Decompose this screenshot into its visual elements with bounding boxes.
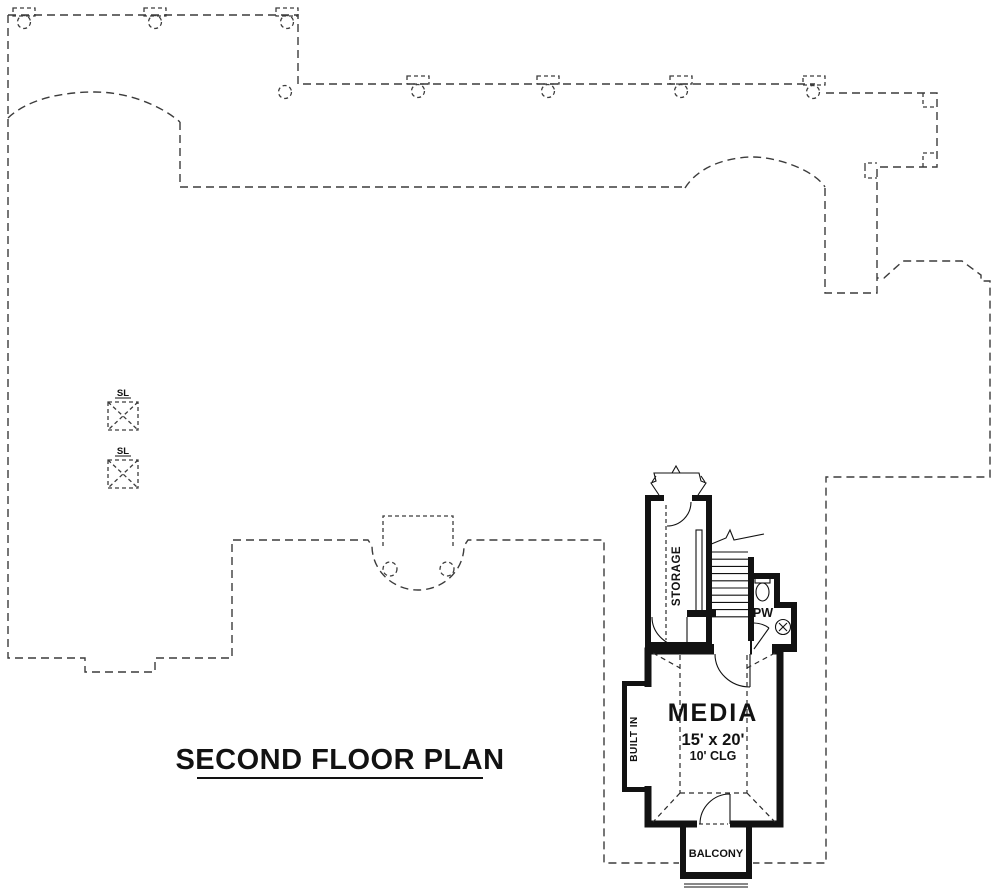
plan-title-block: SECOND FLOOR PLAN xyxy=(175,744,504,779)
stair-treads xyxy=(712,551,748,618)
column-post xyxy=(143,7,167,17)
built-in-left-wall xyxy=(622,681,627,792)
column-post xyxy=(406,75,430,85)
storage-door-arc xyxy=(666,501,692,527)
balcony: BALCONY xyxy=(680,827,752,888)
column-circle xyxy=(279,14,295,30)
media-ceiling-label: 10' CLG xyxy=(690,749,737,763)
storage-stair-wall xyxy=(706,495,712,620)
tray-ceiling-lines xyxy=(652,652,776,823)
balcony-door-arc xyxy=(699,793,731,825)
skylight-x-mark xyxy=(107,401,139,431)
sink-icon xyxy=(774,618,792,636)
built-in-opening xyxy=(643,687,653,786)
lav-top-wall xyxy=(774,602,797,608)
outline-top-right xyxy=(824,92,938,294)
lav-right-wall xyxy=(791,602,797,650)
column-post xyxy=(12,7,36,17)
pw-right-wall xyxy=(774,573,780,605)
attic-bay-break-marks xyxy=(651,464,706,483)
media-hall-door-opening xyxy=(714,641,750,655)
column-circle xyxy=(277,84,293,100)
skylight-label: SL xyxy=(117,388,129,399)
powder-room: PW xyxy=(748,573,797,650)
stair-break-line xyxy=(708,528,765,546)
skylight-symbol xyxy=(107,401,139,431)
column-post xyxy=(536,75,560,85)
outline-arch xyxy=(684,156,826,189)
sink-cross-mark xyxy=(778,622,788,632)
storage-room: STORAGE xyxy=(645,492,712,648)
roof-outline-dashed xyxy=(7,14,991,864)
media-door-arc xyxy=(714,653,751,688)
column-circle xyxy=(805,84,821,100)
toilet-icon xyxy=(755,582,770,602)
built-in-label: BUILT IN xyxy=(629,716,640,761)
attic-bay-outline xyxy=(650,472,707,496)
balcony-right-wall xyxy=(746,827,752,877)
column-circle xyxy=(540,83,556,99)
media-label: MEDIA xyxy=(668,699,759,727)
bay-column-circle xyxy=(439,561,455,577)
skylight-x-mark xyxy=(107,459,139,489)
built-in-top-wall xyxy=(622,681,651,686)
outline-main-body xyxy=(7,15,991,864)
powder-room-label: PW xyxy=(753,606,773,620)
attic-bay xyxy=(650,464,707,496)
porch-columns xyxy=(12,7,826,577)
storage-door-opening xyxy=(664,492,692,502)
plan-title: SECOND FLOOR PLAN xyxy=(175,744,504,776)
staircase xyxy=(651,528,765,650)
balcony-step-lines xyxy=(684,883,748,888)
outline-top-left xyxy=(8,14,815,85)
media-size-label: 15' x 20' xyxy=(682,731,745,749)
bay-notch-outline xyxy=(382,515,454,546)
balcony-label: BALCONY xyxy=(689,848,744,860)
pw-top-wall xyxy=(748,573,780,579)
built-in-bottom-wall xyxy=(622,787,651,792)
column-post xyxy=(275,7,299,17)
pw-door-leaf xyxy=(753,622,770,650)
skylight-2: SL xyxy=(107,446,139,489)
balcony-bottom-wall xyxy=(680,872,752,879)
column-circle xyxy=(410,83,426,99)
balcony-left-wall xyxy=(680,827,686,877)
column-circle xyxy=(673,83,689,99)
skylight-1: SL xyxy=(107,388,139,431)
media-room: MEDIA 15' x 20' 10' CLG xyxy=(643,622,797,831)
landing-wall-stub xyxy=(687,610,716,617)
bay-column-circle xyxy=(382,561,398,577)
outline-curved-porch xyxy=(7,91,181,123)
built-in-cabinet: BUILT IN xyxy=(622,681,651,792)
skylight-label: SL xyxy=(117,446,129,457)
skylight-symbol xyxy=(107,459,139,489)
column-post xyxy=(669,75,693,85)
storage-label: STORAGE xyxy=(671,546,683,606)
column-circle xyxy=(16,14,32,30)
stair-side-wall xyxy=(748,557,754,650)
column-circle xyxy=(147,14,163,30)
chimney-tab-marks xyxy=(864,93,937,179)
